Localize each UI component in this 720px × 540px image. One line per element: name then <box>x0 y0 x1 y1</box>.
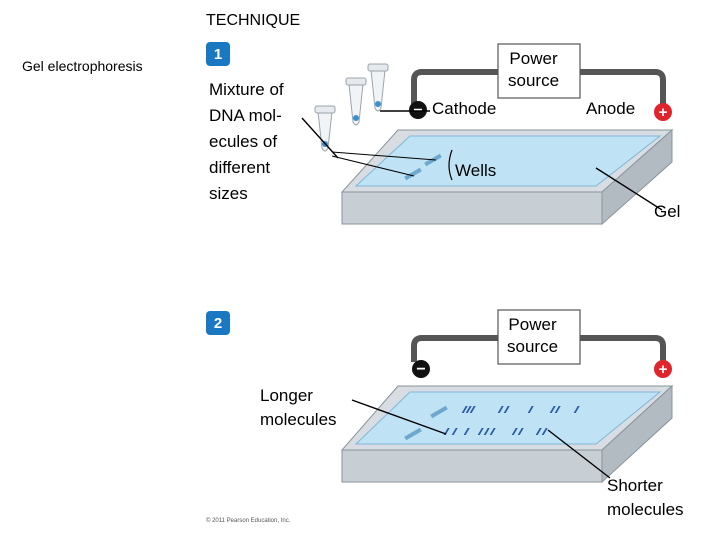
gel-slab-1 <box>354 135 662 187</box>
dna-band <box>503 406 510 413</box>
plus-sign-2: + <box>659 361 668 378</box>
power-source-label-1: Power source <box>508 48 559 92</box>
dna-band <box>573 406 580 413</box>
dna-band <box>477 428 484 435</box>
power-wire-anode-1 <box>580 69 666 104</box>
power-wire-anode-2 <box>580 335 666 362</box>
gel-leader <box>595 167 663 211</box>
wells-leader-a <box>331 151 437 161</box>
dna-band <box>465 406 472 413</box>
dna-band <box>554 406 561 413</box>
power-source-line: source <box>507 337 559 356</box>
plus-terminal-2 <box>654 360 672 378</box>
mixture-leader <box>301 117 339 159</box>
wells-bracket <box>448 149 453 181</box>
mixture-line: DNA mol- <box>209 106 282 125</box>
gel-label: Gel <box>654 202 681 221</box>
power-wire-cathode-2 <box>411 335 498 362</box>
figure-side-title: Gel electrophoresis <box>22 58 143 74</box>
dna-band <box>517 428 524 435</box>
well-2a <box>430 405 448 419</box>
wells-leader-b <box>331 155 415 177</box>
minus-terminal-2 <box>412 360 430 378</box>
power-source-line: source <box>508 71 560 90</box>
mixture-line: sizes <box>209 184 248 203</box>
power-source-line: Power <box>509 49 558 68</box>
shorter-molecules-leader <box>547 429 611 479</box>
wells-label: Wells <box>455 161 497 180</box>
dna-band <box>527 406 534 413</box>
power-source-label-2: Power source <box>507 314 558 358</box>
dna-band <box>463 428 470 435</box>
dna-band <box>451 428 458 435</box>
power-source-line: Power <box>508 315 557 334</box>
dna-band <box>511 428 518 435</box>
plus-terminal-1 <box>654 103 672 121</box>
mixture-label: Mixture of DNA mol- ecules of different … <box>209 77 319 207</box>
longer-molecules-leader <box>351 399 447 435</box>
well-2b <box>404 427 422 441</box>
dna-band <box>541 428 548 435</box>
mixture-line: Mixture of <box>209 80 284 99</box>
gel-tray-front-2 <box>341 449 603 483</box>
gel-tray-front-1 <box>341 191 603 225</box>
dna-band <box>461 406 468 413</box>
anode-label: Anode <box>586 99 636 118</box>
power-source-box-2 <box>497 309 581 365</box>
minus-terminal-1 <box>409 101 427 119</box>
well-1b <box>404 167 422 181</box>
dna-bands-lane-1 <box>461 406 580 413</box>
longer-molecules-label: Longer molecules <box>260 384 337 432</box>
dna-band <box>489 428 496 435</box>
dna-band <box>497 406 504 413</box>
mixture-line: different <box>209 158 271 177</box>
minus-sign-2: − <box>416 361 425 378</box>
plus-sign-1: + <box>659 104 668 121</box>
pipette-tube-2 <box>345 77 367 126</box>
dna-band <box>535 428 542 435</box>
longer-molecules-line: Longer <box>260 386 313 405</box>
power-wire-cathode-1 <box>411 69 498 104</box>
technique-header: TECHNIQUE <box>206 12 301 29</box>
pipette-tube-3 <box>367 63 389 112</box>
shorter-molecules-line: Shorter <box>607 476 663 495</box>
shorter-molecules-line: molecules <box>607 500 684 519</box>
gel-slab-2 <box>354 391 662 445</box>
dna-band <box>469 406 476 413</box>
dna-band <box>483 428 490 435</box>
copyright-notice: © 2011 Pearson Education, Inc. <box>206 518 291 524</box>
step-2-badge: 2 <box>206 311 230 335</box>
step-1-badge: 1 <box>206 42 230 66</box>
shorter-molecules-label: Shorter molecules <box>607 474 684 522</box>
dna-band <box>549 406 556 413</box>
mixture-line: ecules of <box>209 132 278 151</box>
longer-molecules-line: molecules <box>260 410 337 429</box>
cathode-label: Cathode <box>432 99 497 118</box>
gel-tray-side-1 <box>601 128 673 226</box>
